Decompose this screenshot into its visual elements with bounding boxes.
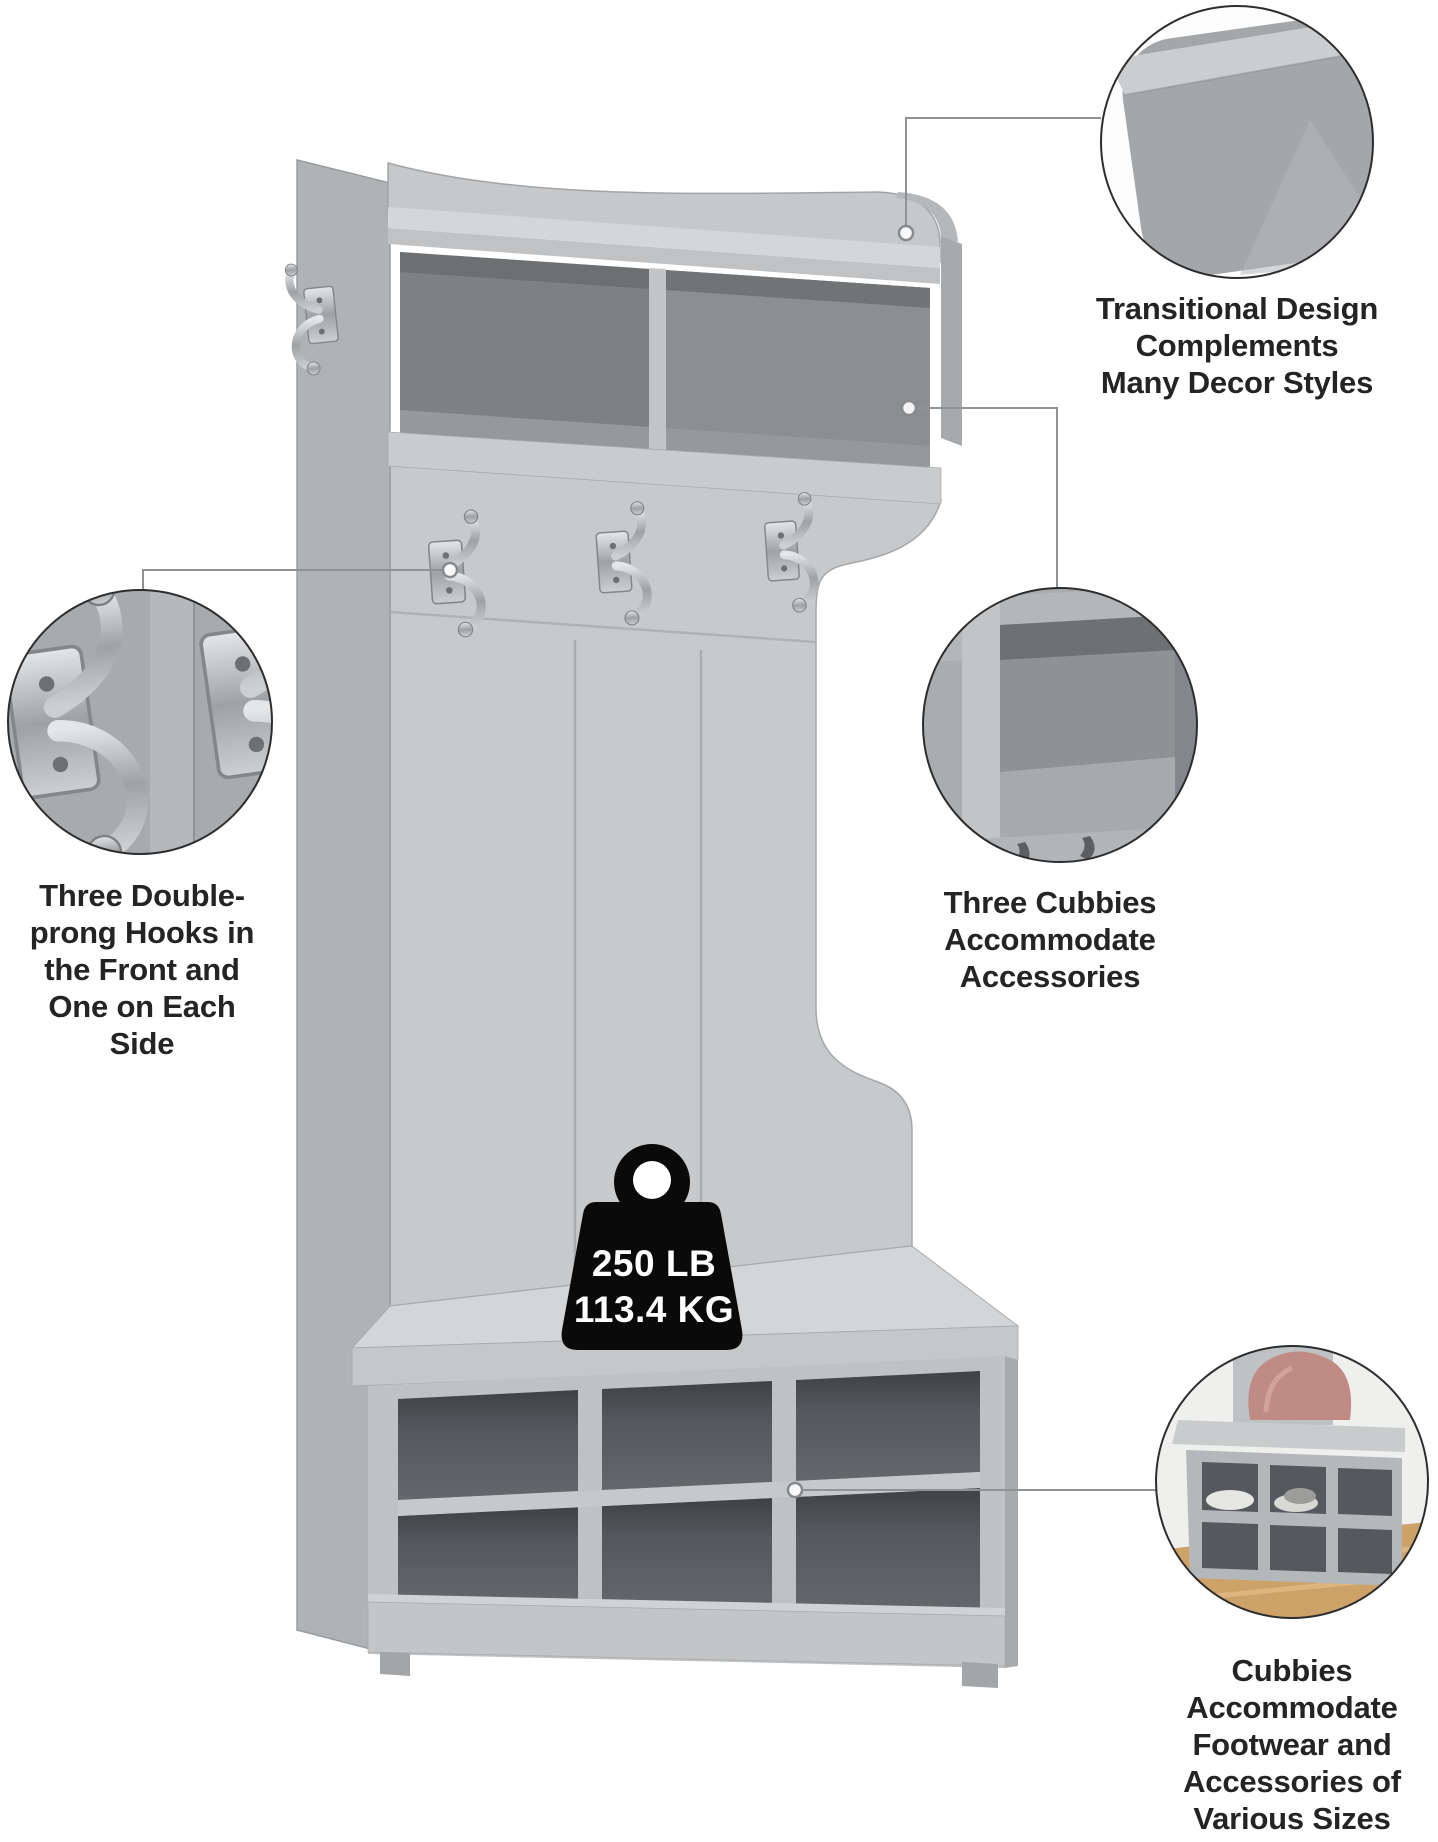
leader-line-cubbies xyxy=(916,407,1058,588)
bench-foot xyxy=(962,1662,998,1688)
anchor-dot-hooks xyxy=(441,561,459,579)
bench-base-lip xyxy=(368,1594,1005,1616)
hutch-right-side xyxy=(941,236,962,446)
cubby-cell xyxy=(398,1507,578,1604)
cubby-shelf xyxy=(398,1472,980,1516)
callout-label-hooks: Three Double- prong Hooks in the Front a… xyxy=(29,878,255,1061)
hall-tree-illustration: 250 LB 113.4 KG xyxy=(285,159,1020,1688)
callout-label-corner: Transitional Design Complements Many Dec… xyxy=(1095,291,1379,400)
leader-line-hooks xyxy=(142,569,443,590)
callout-circle-corner xyxy=(1100,5,1374,279)
callout-label-bench: Cubbies Accommodate Footwear and Accesso… xyxy=(1183,1653,1401,1836)
hutch-bottom-rail xyxy=(387,431,942,505)
cubby-cell xyxy=(796,1488,980,1612)
anchor-dot-bench xyxy=(786,1481,804,1499)
hutch-shelf-top xyxy=(388,207,940,268)
cubby-cell xyxy=(602,1381,772,1490)
weight-capacity-badge: 250 LB 113.4 KG xyxy=(561,1144,743,1350)
bench-right-side xyxy=(1005,1356,1018,1668)
anchor-dot-corner xyxy=(897,224,915,242)
callout-circle-bench xyxy=(1155,1345,1429,1619)
cubby-cell xyxy=(602,1498,772,1608)
leader-markers xyxy=(441,224,918,1499)
blanket xyxy=(1248,1351,1352,1420)
cubby-cell xyxy=(796,1371,980,1481)
bench-cubbies xyxy=(398,1371,980,1612)
bench xyxy=(350,1245,1020,1688)
anchor-dot-cubbies xyxy=(900,399,918,417)
hutch-top-corner xyxy=(896,192,958,242)
mid-column-panel xyxy=(389,463,942,1307)
leader-lines xyxy=(142,117,1156,1491)
weight-kilograms-text: 113.4 KG xyxy=(574,1289,734,1330)
leader-line-corner xyxy=(905,117,1101,226)
weight-pounds-text: 250 LB xyxy=(592,1243,716,1284)
cubby-cell xyxy=(398,1390,578,1500)
callout-circle-cubbies xyxy=(922,587,1198,863)
weight-handle-hole xyxy=(633,1161,671,1199)
hutch-cubby-right xyxy=(666,270,930,472)
bench-base-molding xyxy=(367,1601,1006,1667)
bench-foot xyxy=(380,1652,410,1676)
callout-circle-hooks xyxy=(7,589,273,855)
mini-shoes xyxy=(1206,1488,1318,1512)
hutch-cubby-divider xyxy=(649,268,666,454)
hutch-shelf-lip xyxy=(388,228,940,284)
callout-label-cubbies: Three Cubbies Accommodate Accessories xyxy=(943,885,1157,994)
